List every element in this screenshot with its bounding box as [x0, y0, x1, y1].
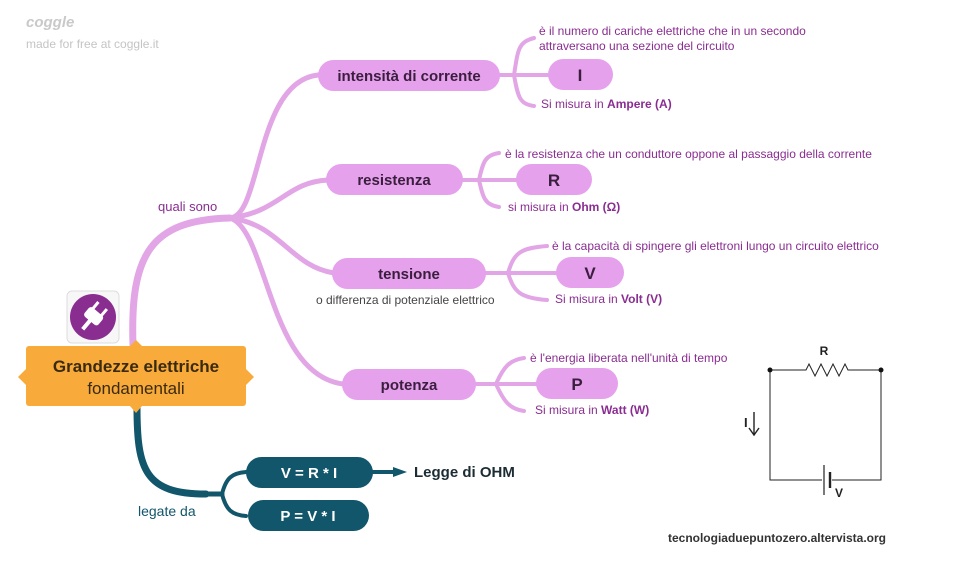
- circuit-node-left: [767, 367, 773, 373]
- formula-ohm: V = R * I: [281, 465, 337, 482]
- desc-resistenza: è la resistenza che un conduttore oppone…: [505, 147, 872, 161]
- root-title-line2: fondamentali: [87, 379, 184, 398]
- symbol-p: P: [571, 375, 582, 394]
- unit-tensione: Si misura in Volt (V): [555, 292, 662, 306]
- root-title-line1: Grandezze elettriche: [53, 357, 219, 376]
- unit-intensita: Si misura in Ampere (A): [541, 97, 672, 111]
- coggle-tagline[interactable]: made for free at coggle.it: [26, 37, 159, 51]
- desc-intensita-line2: attraversano una sezione del circuito: [539, 39, 735, 53]
- plug-icon: [66, 290, 120, 344]
- desc-potenza: è l'energia liberata nell'unità di tempo: [530, 351, 728, 365]
- circuit-node-right: [878, 367, 884, 373]
- branch-to-potenza: [227, 215, 346, 387]
- circuit-current-label: I: [744, 415, 748, 430]
- right-wire: [832, 370, 882, 481]
- lower-branches: [133, 403, 398, 518]
- symbol-node-r[interactable]: R: [516, 164, 592, 195]
- fork-tensione: [484, 244, 558, 302]
- unit-resistenza: si misura in Ohm (Ω): [508, 200, 620, 214]
- fork-intensita: [498, 36, 551, 108]
- symbol-v: V: [584, 264, 596, 283]
- tensione-note: o differenza di potenziale elettrico: [316, 293, 495, 307]
- root-to-hub-branch: [129, 214, 234, 349]
- branch-to-resistenza: [227, 177, 331, 221]
- circuit-battery-label: V: [835, 486, 843, 500]
- formula-ohm-node[interactable]: V = R * I: [246, 457, 373, 488]
- branch-to-intensita: [227, 72, 321, 221]
- node-resistenza[interactable]: resistenza: [326, 164, 463, 195]
- symbol-node-v[interactable]: V: [556, 257, 624, 288]
- current-arrowhead: [748, 427, 760, 437]
- node-intensita-label: intensità di corrente: [337, 68, 480, 85]
- branch-to-tensione: [227, 215, 337, 276]
- circuit-resistor-label: R: [820, 344, 829, 358]
- unit-potenza: Si misura in Watt (W): [535, 403, 649, 417]
- coggle-logo[interactable]: coggle: [26, 14, 74, 31]
- symbol-node-p[interactable]: P: [536, 368, 618, 399]
- node-intensita[interactable]: intensità di corrente: [318, 60, 500, 91]
- branch-label-quali-sono: quali sono: [158, 199, 217, 214]
- node-potenza-label: potenza: [381, 377, 438, 394]
- fork-potenza: [474, 356, 539, 413]
- circuit-diagram: [748, 362, 882, 495]
- desc-intensita-line1: è il numero di cariche elettriche che in…: [539, 24, 806, 38]
- formula-power: P = V * I: [280, 508, 335, 525]
- left-wire: [769, 370, 822, 481]
- legge-di-ohm-label[interactable]: Legge di OHM: [414, 464, 515, 481]
- ohm-arrowhead: [393, 467, 407, 477]
- branch-label-legate-da: legate da: [138, 503, 196, 519]
- desc-tensione: è la capacità di spingere gli elettroni …: [552, 239, 879, 253]
- symbol-i: I: [578, 66, 583, 85]
- root-to-formulas-branch: [133, 403, 210, 498]
- root-node[interactable]: Grandezze elettriche fondamentali: [18, 340, 254, 413]
- node-potenza[interactable]: potenza: [342, 369, 476, 400]
- node-resistenza-label: resistenza: [357, 172, 431, 189]
- symbol-r: R: [548, 171, 560, 190]
- upper-branches: [129, 36, 558, 413]
- node-tensione[interactable]: tensione: [332, 258, 486, 289]
- symbol-node-i[interactable]: I: [548, 59, 613, 90]
- site-credit[interactable]: tecnologiaduepuntozero.altervista.org: [668, 531, 886, 545]
- formula-power-node[interactable]: P = V * I: [248, 500, 369, 531]
- node-tensione-label: tensione: [378, 266, 440, 283]
- resistor-wire: [770, 362, 881, 378]
- fork-resistenza: [461, 151, 519, 209]
